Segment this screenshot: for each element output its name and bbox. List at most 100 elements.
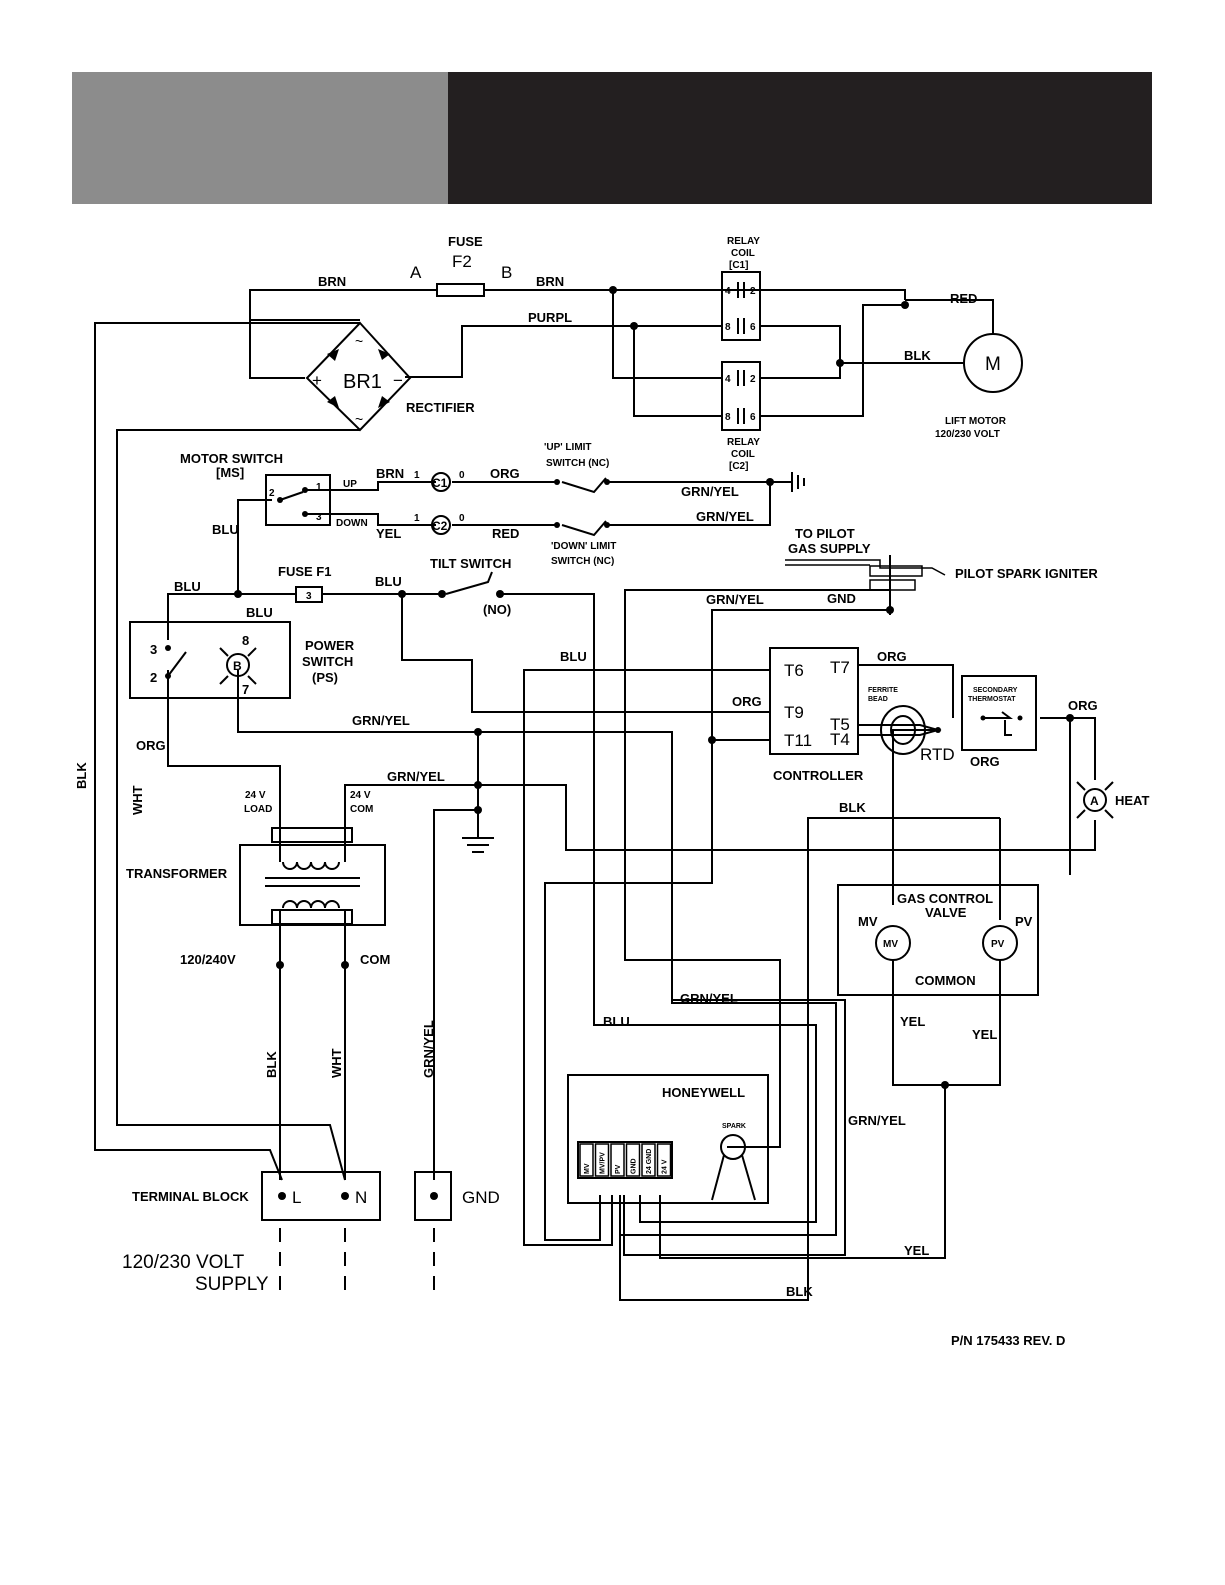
relay-c1-pin6: 6 [750,322,756,333]
transformer-load-voltage: 24 V [245,790,266,801]
controller-t9: T9 [784,703,804,722]
wire-label-blk-valve: BLK [839,800,866,815]
controller-t5: T5 [830,715,850,734]
wire-label-blk-l: BLK [264,1051,279,1078]
controller-t11: T11 [784,731,812,750]
part-number: P/N 175433 REV. D [951,1333,1065,1348]
terminal-block: TERMINAL BLOCK L N GND [132,1171,500,1290]
rectifier-br1: BR1 + − ~ ~ RECTIFIER [305,321,475,432]
wire-label-blu-hw: BLU [603,1014,630,1029]
relay-c2-coil: COIL [731,449,755,460]
relay-c2-pin8: 8 [725,412,731,423]
wire-label-blk-motor: BLK [904,348,931,363]
honeywell-pin-box [594,1143,610,1177]
relay-coil-terminals: C1 C2 1 0 1 0 [414,470,465,535]
wire-label-blu-ps2: BLU [246,605,273,620]
junction-dots [234,286,1074,1089]
supply-label: 120/230 VOLT SUPPLY [122,1252,269,1295]
honeywell-spark-label: SPARK [722,1123,746,1130]
honeywell-pin-label: MV/PV [600,1152,607,1174]
gas-valve-mv-label: MV [858,914,878,929]
wire-label-yel-pv: YEL [972,1027,997,1042]
wire-label-brn-ms: BRN [376,466,404,481]
gas-valve-line2: VALVE [925,905,967,920]
honeywell-pin-box [641,1143,656,1177]
motor-switch-pin2: 2 [269,488,275,499]
rtd-label: RTD [920,745,955,764]
header-black-panel [448,72,1152,204]
wire-label-org-thermostat: ORG [970,754,1000,769]
relay-c2-id: [C2] [729,461,748,472]
controller-t6: T6 [784,661,804,680]
supply-line1: 120/230 VOLT [122,1252,245,1273]
transformer-primary: 120/240V [180,952,236,967]
fuse-f2: FUSE F2 A B [410,234,512,297]
motor-switch-pin1: 1 [316,482,322,493]
transformer-com-voltage: 24 V [350,790,371,801]
pilot-line1: TO PILOT [795,526,855,541]
fuse-f1-num: 3 [306,591,312,602]
terminal-block-label: TERMINAL BLOCK [132,1189,249,1204]
wire-label-blu-fuse: BLU [375,574,402,589]
motor-switch-up: UP [343,479,357,490]
down-limit-switch: 'DOWN' LIMIT SWITCH (NC) [551,520,616,567]
honeywell-pin-label: MV [584,1163,591,1174]
pilot-igniter-label: PILOT SPARK IGNITER [955,566,1098,581]
wire-label-brn-2: BRN [536,274,564,289]
wire-label-grnyel-hw: GRN/YEL [680,991,738,1006]
wire-label-org-ps: ORG [136,738,166,753]
up-limit-line2: SWITCH (NC) [546,458,609,469]
wire-label-red-ms: RED [492,526,519,541]
honeywell-pin-box [610,1143,625,1177]
secondary-thermostat-line2: THERMOSTAT [968,696,1016,703]
secondary-thermostat-line1: SECONDARY [973,687,1018,694]
wire-label-blk-hw: BLK [786,1284,813,1299]
wire-label-grnyel-pilot: GRN/YEL [706,592,764,607]
honeywell-pin-label: PV [615,1164,622,1174]
ferrite-bead-rtd: FERRITE BEAD RTD [858,687,955,764]
relay-c1-pin2: 2 [750,286,756,297]
honeywell-pin-box [625,1143,641,1177]
wire-label-grnyel-gnd: GRN/YEL [421,1020,436,1078]
relay-c1-coil: COIL [731,248,755,259]
heat-label: HEAT [1115,793,1149,808]
controller-label: CONTROLLER [773,768,864,783]
gas-valve-pv-label: PV [1015,914,1033,929]
wire-label-yel-mv: YEL [900,1014,925,1029]
gas-valve-common: COMMON [915,973,976,988]
down-limit-line2: SWITCH (NC) [551,556,614,567]
terminal-n: N [355,1188,367,1207]
wire-labels: BRN BRN PURPL RED BLK BRN ORG YEL RED GR… [74,274,1098,1299]
wire-label-purpl: PURPL [528,310,572,325]
down-limit-line1: 'DOWN' LIMIT [551,541,616,552]
wire-label-org-t9: ORG [732,694,762,709]
rectifier-minus: − [393,371,403,390]
wire-label-org-ms: ORG [490,466,520,481]
c2-pin1: 1 [414,513,420,524]
controller: CONTROLLER T6 T7 T9 T11 T5 T4 [769,647,864,783]
c1-pin0: 0 [459,470,465,481]
gas-control-valve: GAS CONTROL VALVE MV PV MV PV COMMON [858,891,1033,988]
transformer-load: LOAD [244,804,272,815]
rectifier-name: RECTIFIER [406,400,475,415]
gas-valve-line1: GAS CONTROL [897,891,993,906]
tilt-switch-no: (NO) [483,602,511,617]
wire-label-grnyel-down: GRN/YEL [696,509,754,524]
tilt-switch: TILT SWITCH (NO) [430,556,511,617]
transformer-com: COM [350,804,373,815]
relay-c2-pin6: 6 [750,412,756,423]
wire-label-gnd-pilot: GND [827,591,856,606]
power-switch-pin2: 2 [150,670,157,685]
honeywell-pin-label: 24 V [662,1159,669,1174]
heat-lamp-symbol: A [1090,794,1099,808]
tilt-switch-label: TILT SWITCH [430,556,511,571]
header-gray-panel [72,72,448,204]
relay-c2-pin2: 2 [750,374,756,385]
wire-label-grnyel-up: GRN/YEL [681,484,739,499]
honeywell-pin-box [656,1143,672,1177]
wire-label-yel-hw: YEL [904,1243,929,1258]
up-limit-switch: 'UP' LIMIT SWITCH (NC) [544,442,610,494]
wire-label-blu-ps: BLU [174,579,201,594]
honeywell-pin-label: GND [631,1158,638,1174]
wire-label-wht-left: WHT [130,785,145,815]
